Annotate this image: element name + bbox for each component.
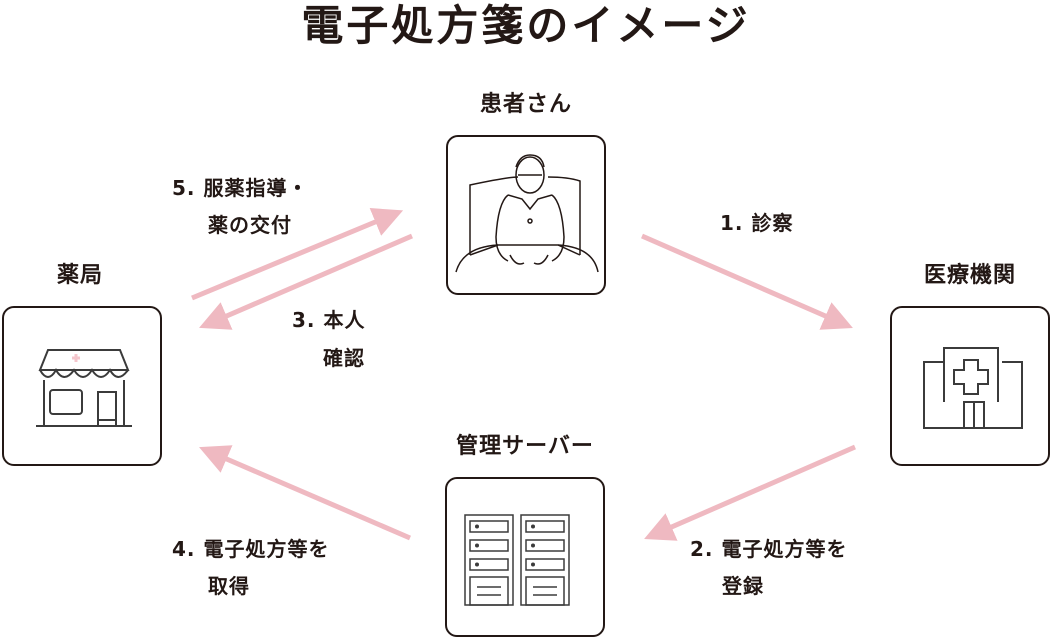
patient-label: 患者さん xyxy=(479,92,572,117)
step-2-line2: 登録 xyxy=(722,574,764,598)
diagram-title: 電子処方箋のイメージ xyxy=(301,1,751,50)
hospital-label: 医療機関 xyxy=(923,263,1016,288)
server-label: 管理サーバー xyxy=(456,434,594,459)
server-rack-icon xyxy=(464,514,570,606)
hospital-building-icon xyxy=(923,347,1023,429)
arrow-3-patient-to-pharmacy xyxy=(199,233,413,330)
step-3-line1: 3. 本人 xyxy=(292,308,366,332)
patient-node xyxy=(446,135,606,295)
arrow-5-pharmacy-to-patient xyxy=(191,208,404,301)
step-3-line2: 確認 xyxy=(323,346,365,370)
step-2-line1: 2. 電子処方等を xyxy=(690,537,848,561)
step-5-line2: 薬の交付 xyxy=(208,213,292,237)
pharmacy-store-icon xyxy=(36,349,132,427)
arrow-4-server-to-pharmacy xyxy=(199,445,411,541)
step-4-line1: 4. 電子処方等を xyxy=(172,537,330,561)
pharmacy-node xyxy=(2,306,162,466)
step-1-line1: 1. 診察 xyxy=(720,211,794,235)
pharmacy-label: 薬局 xyxy=(56,263,103,288)
hospital-node xyxy=(890,306,1050,466)
patient-in-bed-icon xyxy=(455,154,599,273)
server-node xyxy=(445,477,605,637)
step-5-line1: 5. 服薬指導・ xyxy=(172,176,309,200)
step-4-line2: 取得 xyxy=(208,574,250,598)
arrow-1-patient-to-hospital xyxy=(641,233,853,330)
arrow-2-hospital-to-server xyxy=(644,444,856,541)
